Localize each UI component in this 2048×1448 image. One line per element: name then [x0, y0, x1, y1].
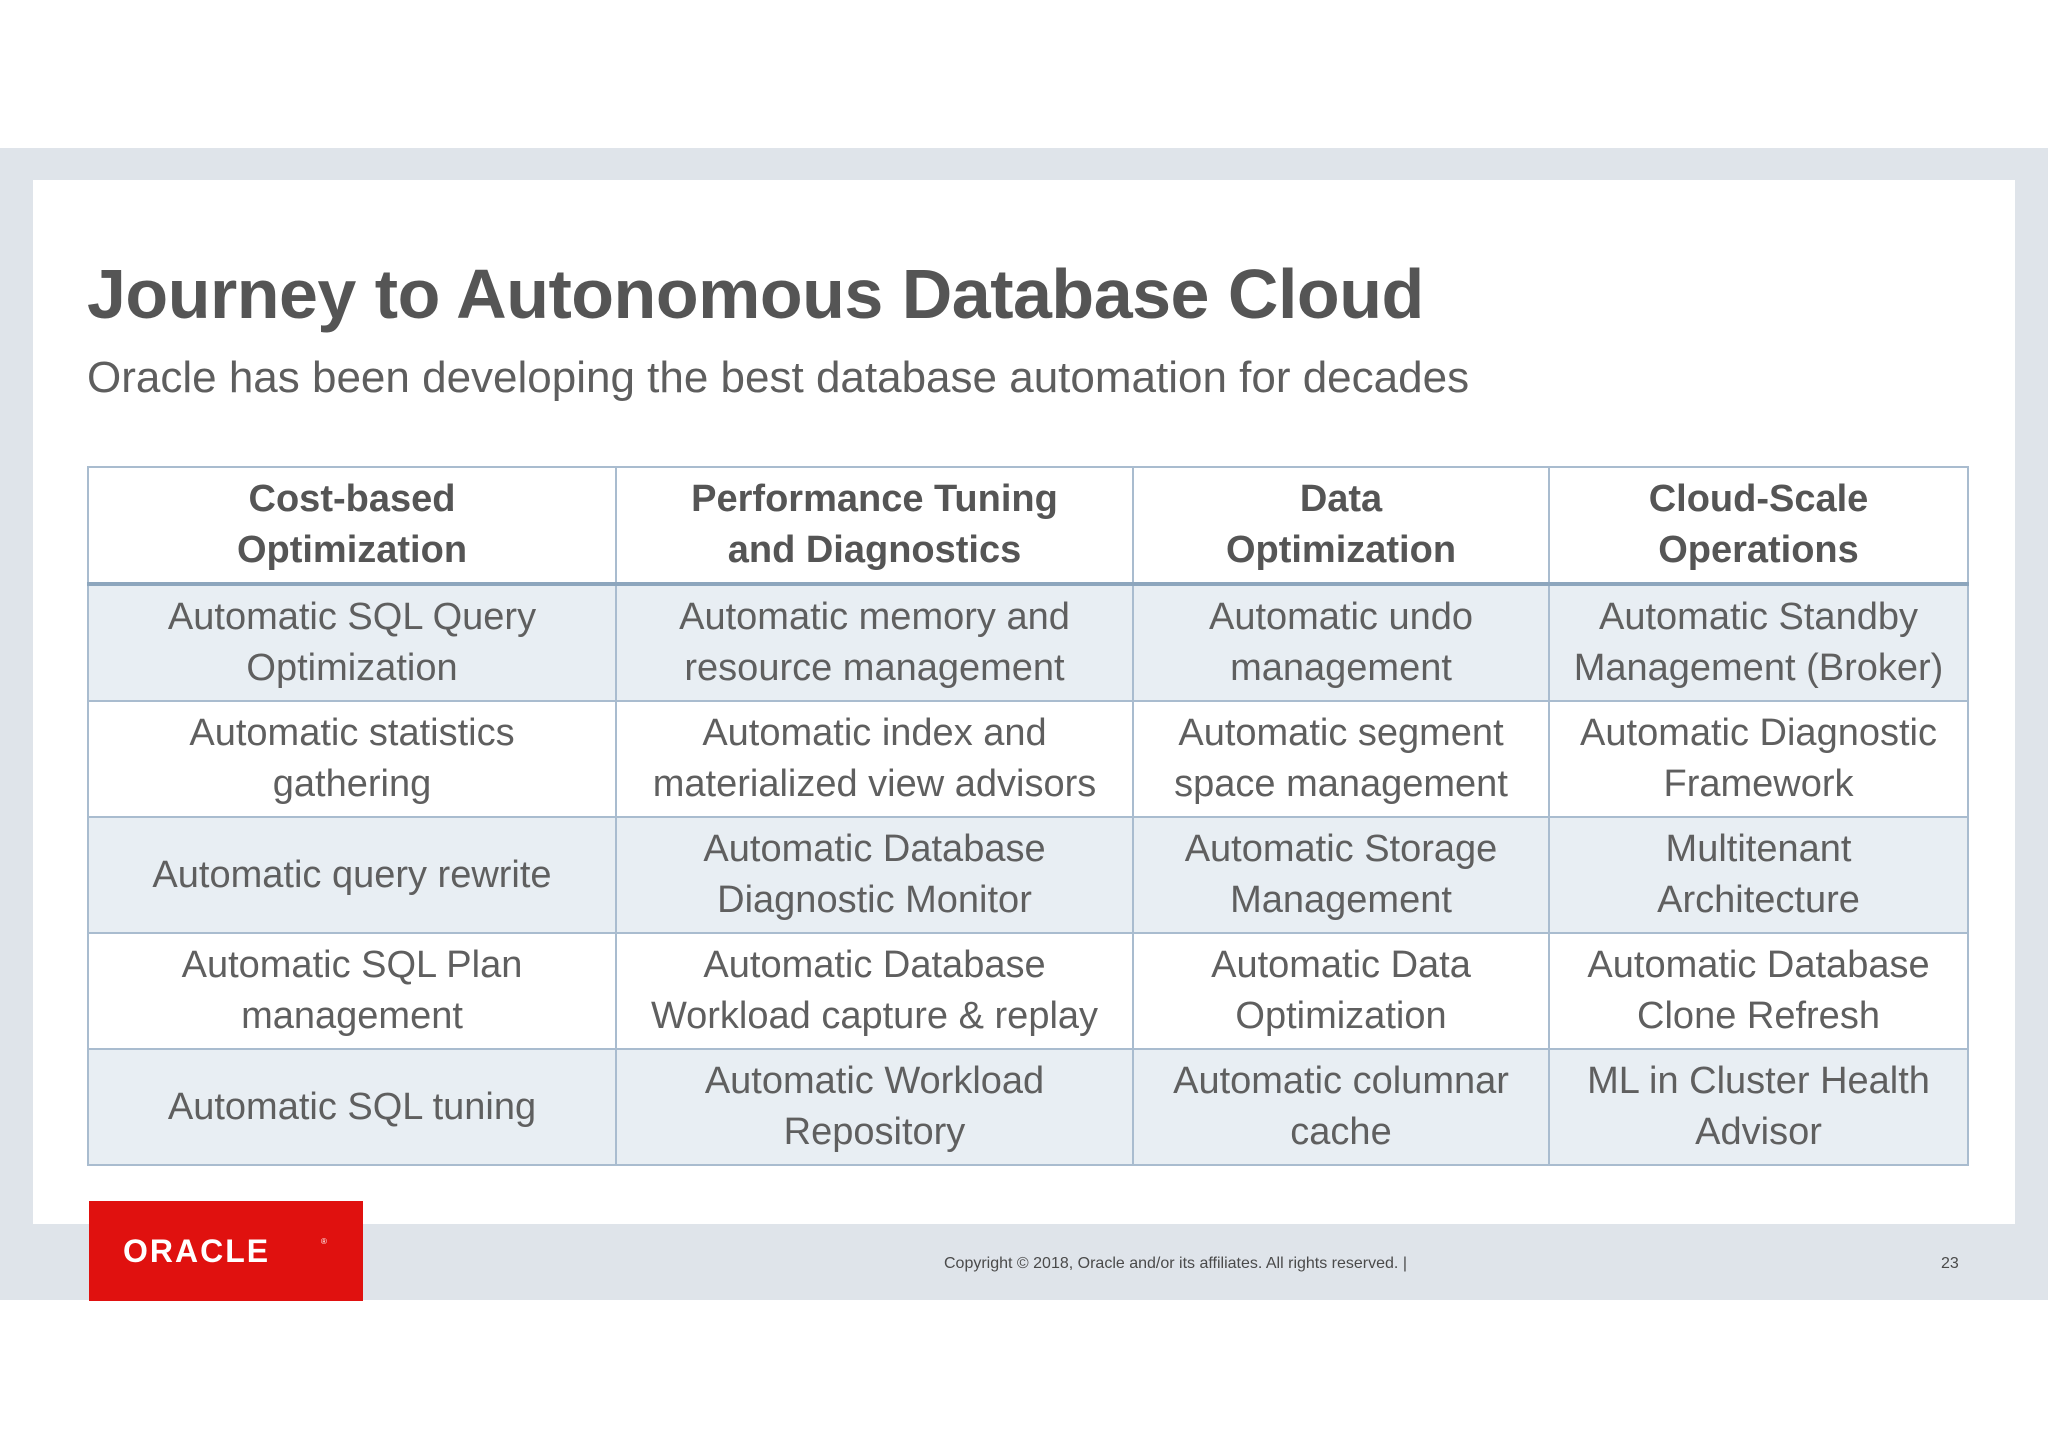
cell-line: space management	[1174, 763, 1508, 805]
cell-line: Management	[1230, 879, 1452, 921]
cell-line: Automatic Standby	[1599, 596, 1918, 638]
cell-line: Automatic statistics	[189, 712, 515, 754]
cell-line: Automatic Data	[1211, 944, 1471, 986]
header-line: Data	[1299, 478, 1383, 520]
page-number: 23	[1941, 1255, 1959, 1272]
table-cell: Automatic query rewrite	[87, 816, 617, 934]
cell-line: Automatic Storage	[1184, 828, 1498, 870]
slide-subtitle: Oracle has been developing the best data…	[87, 353, 1470, 402]
header-line: Cost-based	[248, 478, 456, 520]
cell-line: Architecture	[1657, 879, 1860, 921]
cell-line: ML in Cluster Health	[1587, 1060, 1930, 1102]
cell-line: Automatic query rewrite	[152, 853, 552, 896]
header-line: Optimization	[236, 529, 468, 571]
cell-line: Clone Refresh	[1637, 995, 1880, 1037]
cell-line: Automatic Diagnostic	[1580, 712, 1937, 754]
table-cell: Automatic segment space management	[1132, 700, 1550, 818]
table-row: Automatic SQL Plan management Automatic D…	[87, 932, 1969, 1050]
cell-line: Automatic memory and	[679, 596, 1070, 638]
table-row: Automatic query rewrite Automatic Databa…	[87, 816, 1969, 934]
cell-line: gathering	[272, 763, 432, 805]
table-header-row: Cost-based Optimization Performance Tuni…	[87, 466, 1969, 586]
cell-line: management	[241, 995, 463, 1037]
slide-title: Journey to Autonomous Database Cloud	[87, 255, 1424, 333]
cell-line: Optimization	[1235, 995, 1447, 1037]
cell-line: Automatic Database	[1587, 944, 1930, 986]
header-line: and Diagnostics	[727, 529, 1022, 571]
table-cell: Automatic statistics gathering	[87, 700, 617, 818]
header-cloud-scale-operations: Cloud-Scale Operations	[1548, 466, 1969, 586]
header-line: Operations	[1658, 529, 1859, 571]
cell-line: Automatic columnar	[1173, 1060, 1509, 1102]
cell-line: Diagnostic Monitor	[717, 879, 1032, 921]
header-line: Optimization	[1225, 529, 1457, 571]
table-cell: Automatic SQL Plan management	[87, 932, 617, 1050]
cell-line: Management (Broker)	[1573, 647, 1944, 689]
cell-line: Automatic Database	[703, 944, 1046, 986]
cell-line: cache	[1290, 1111, 1392, 1153]
table-cell: Automatic memory and resource management	[615, 583, 1134, 702]
cell-line: Automatic Workload	[704, 1060, 1045, 1102]
oracle-wordmark-icon: ORACLE ®	[123, 1234, 327, 1268]
table-cell: Automatic undo management	[1132, 583, 1550, 702]
cell-line: Automatic SQL Query	[167, 596, 537, 638]
table-row: Automatic statistics gathering Automatic …	[87, 700, 1969, 818]
cell-line: Automatic Database	[703, 828, 1046, 870]
cell-line: Automatic undo	[1208, 596, 1474, 638]
svg-text:®: ®	[321, 1237, 327, 1246]
header-performance-tuning: Performance Tuning and Diagnostics	[615, 466, 1134, 586]
cell-line: Automatic index and	[702, 712, 1047, 754]
header-line: Performance Tuning	[691, 478, 1058, 520]
cell-line: Repository	[783, 1111, 966, 1153]
table-cell: Automatic SQL tuning	[87, 1048, 617, 1166]
cell-line: management	[1230, 647, 1452, 689]
cell-line: resource management	[684, 647, 1065, 689]
cell-line: Optimization	[246, 647, 458, 689]
header-line: Cloud-Scale	[1648, 478, 1869, 520]
cell-line: Framework	[1663, 763, 1854, 805]
header-cost-based-optimization: Cost-based Optimization	[87, 466, 617, 586]
table-cell: Automatic index and materialized view adv…	[615, 700, 1134, 818]
cell-line: Multitenant	[1665, 828, 1852, 870]
cell-line: Advisor	[1695, 1111, 1822, 1153]
cell-line: Automatic segment	[1178, 712, 1504, 754]
header-data-optimization: Data Optimization	[1132, 466, 1550, 586]
oracle-logo: ORACLE ®	[89, 1201, 363, 1301]
cell-line: Workload capture & replay	[650, 995, 1099, 1037]
cell-line: Automatic SQL Plan	[181, 944, 523, 986]
copyright-notice: Copyright © 2018, Oracle and/or its affi…	[944, 1255, 1407, 1272]
table-cell: Automatic columnar cache	[1132, 1048, 1550, 1166]
cell-line: materialized view advisors	[652, 763, 1097, 805]
cell-line: Automatic SQL tuning	[167, 1085, 537, 1128]
automation-table: Cost-based Optimization Performance Tuni…	[87, 466, 1969, 1166]
svg-text:ORACLE: ORACLE	[123, 1234, 270, 1268]
